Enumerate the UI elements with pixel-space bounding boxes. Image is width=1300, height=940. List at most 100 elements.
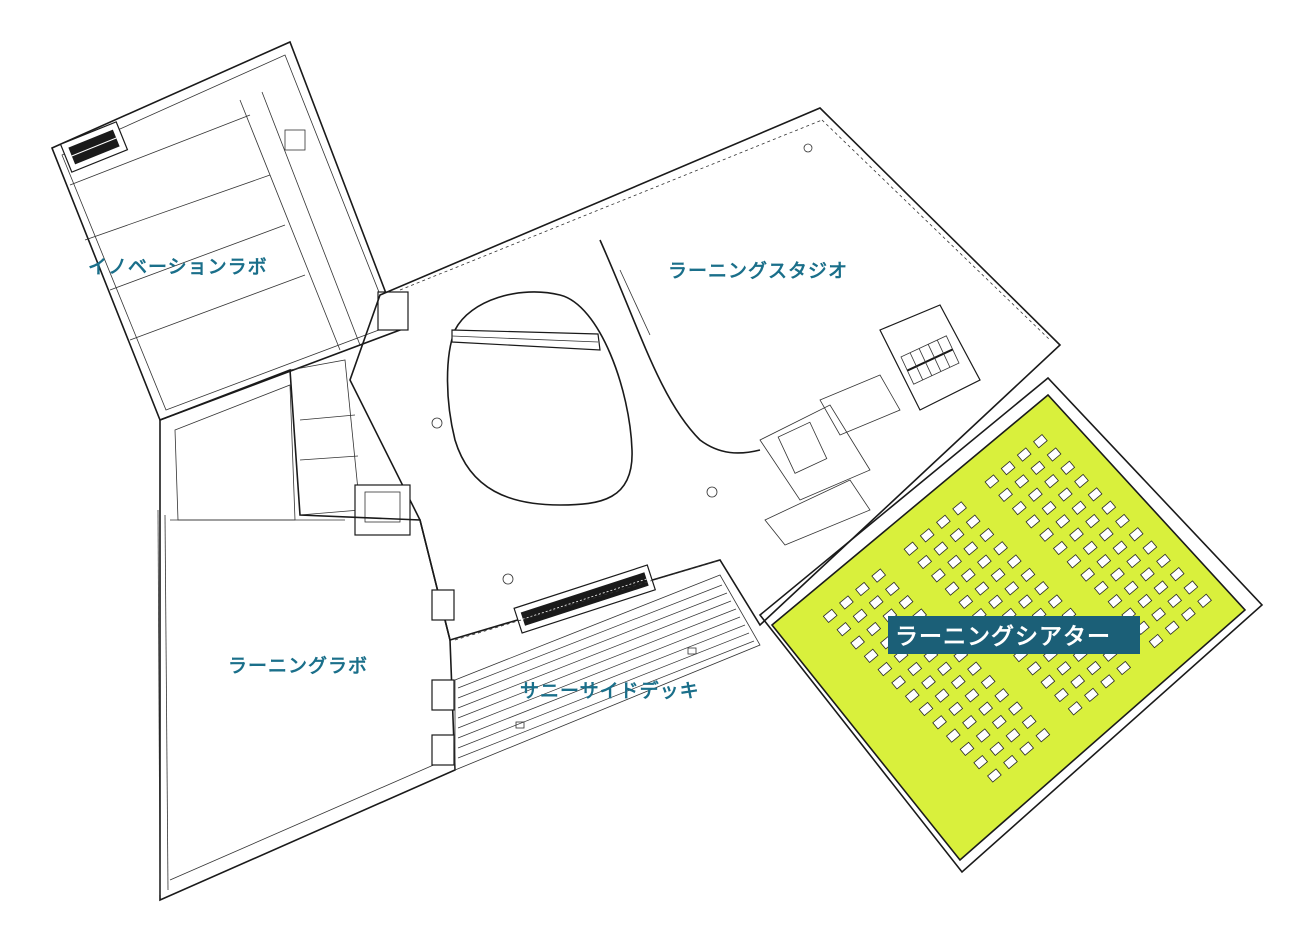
theater-seat [1128,527,1144,542]
theater-seat [1008,701,1023,716]
theater-seat [998,487,1013,502]
theater-seat [931,568,946,583]
theater-seat [1014,474,1030,489]
theater-seat [1098,527,1114,542]
escalator [513,564,657,634]
theater-seat [1020,567,1036,583]
theater-seat [989,741,1005,756]
service-core [759,304,981,546]
theater-seat [1107,594,1123,609]
theater-seat [863,648,879,663]
theater-seat [1028,487,1043,502]
theater-seat [963,541,979,556]
theater-seat [1067,701,1083,716]
theater-seat [1169,567,1185,582]
theater-seat [871,568,887,583]
theater-seat [1100,674,1115,689]
innovation-lab-label: イノベーションラボ [88,256,268,278]
theater-seat [962,715,977,730]
theater-seat [1112,540,1128,555]
theater-seat [1069,527,1084,542]
theater-seat [988,594,1003,609]
theater-seat [1034,581,1049,596]
theater-seat [1153,580,1169,595]
atrium-void [446,291,633,506]
theater-seat [1056,661,1072,676]
theater-seat [1021,714,1037,730]
central-hall [349,107,1062,642]
learning-lab-wing [157,368,456,902]
theater-seat [850,635,865,650]
theater-seat [1087,487,1103,502]
theater-seat [1039,527,1054,542]
theater-seat [1025,514,1041,529]
theater-seat [919,528,935,543]
theater-seat [1167,593,1183,609]
theater-seat [936,514,951,529]
theater-seat [937,661,952,676]
sunny-side-deck-label: サニーサイドデッキ [520,679,700,702]
theater-seat [978,701,994,716]
theater-seat [1148,633,1164,649]
theater-seat [967,661,982,676]
stair-icon [900,335,960,385]
theater-seat [974,581,990,596]
theater-seat [877,661,893,677]
theater-seat [1070,674,1086,689]
theater-seat [1052,540,1068,556]
theater-seat [1085,513,1100,529]
theater-seat [1041,500,1057,516]
theater-seat [1164,620,1180,635]
theater-seat [973,755,989,770]
theater-seat [933,541,949,556]
theater-seat [945,728,961,743]
learning-theater-label: ラーニングシアター [895,623,1111,650]
theater-seat [1142,540,1158,555]
theater-seat [1151,607,1166,622]
theater-seat [990,567,1006,583]
theater-seat [1035,728,1051,743]
theater-seat [903,541,919,556]
sunny-side-deck [454,574,761,771]
theater-seat [1019,741,1035,756]
theater-seat [868,595,884,610]
theater-seat [1115,513,1130,529]
theater-seat [1093,580,1109,596]
theater-seat [960,568,976,583]
theater-seat [891,675,906,690]
theater-seat [947,554,962,570]
theater-seat [1140,567,1155,582]
innovation-lab-wing [50,40,409,422]
theater-seat [958,594,974,610]
theater-seat [1011,500,1027,516]
theater-seat [952,501,967,516]
theater-seat [993,541,1008,556]
theater-seating [822,434,1212,783]
theater-seat [904,688,920,703]
theater-seat [1110,567,1125,582]
theater-seat [959,741,975,757]
theater-seat [944,581,960,596]
theater-seat [1123,580,1139,595]
theater-seat [1033,434,1048,449]
theater-seat [984,474,1000,489]
theater-seat [994,688,1010,703]
deck-hatching [457,584,755,759]
theater-seat [1126,553,1142,569]
theater-seat [1137,593,1153,609]
theater-seat [907,661,923,677]
learning-studio-label: ラーニングスタジオ [668,259,848,282]
theater-seat [1000,460,1016,476]
theater-seat [1183,580,1199,595]
theater-seat [1040,674,1056,689]
theater-seat [1156,553,1171,569]
theater-seat [1116,660,1132,676]
theater-seat [866,621,882,637]
theater-seat [1082,540,1098,556]
theater-seat [932,715,947,730]
theater-seat [1026,661,1042,676]
theater-seat [852,608,868,623]
theater-seat [1086,660,1102,676]
theater-seat [1084,687,1099,703]
